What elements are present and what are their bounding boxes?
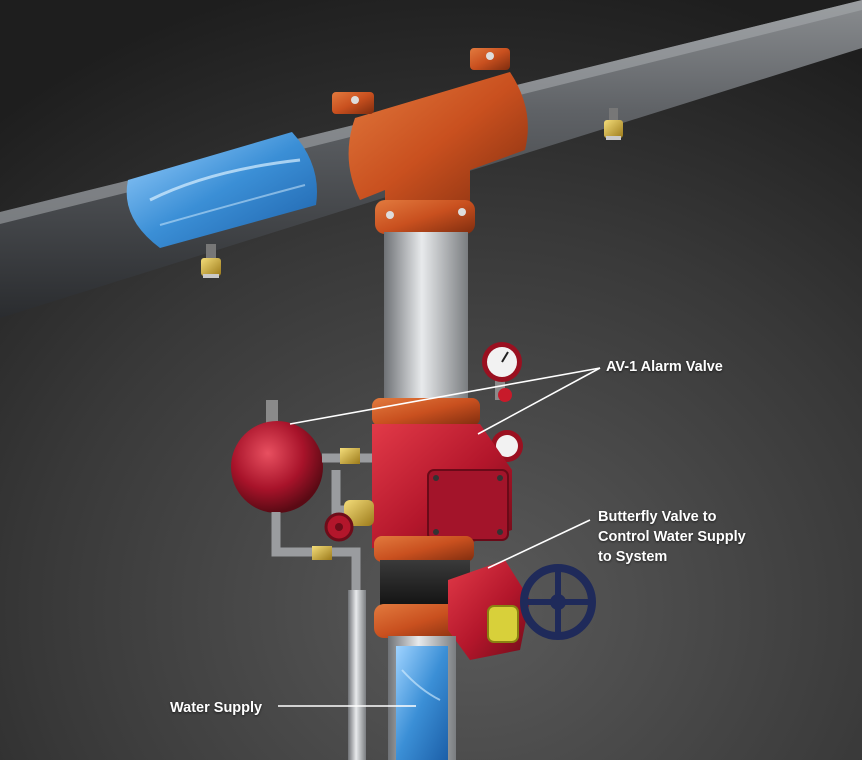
riser-pipe-upper	[384, 232, 468, 400]
drain-pipe	[348, 590, 366, 760]
leader-line-butterfly	[487, 519, 591, 569]
pipe-water-cutaway	[126, 132, 317, 248]
label-water-supply: Water Supply	[170, 700, 263, 716]
retard-chamber	[231, 400, 323, 513]
label-butterfly-line-1: Butterfly Valve to	[598, 509, 717, 525]
supply-pipe	[388, 636, 456, 760]
trim-piping	[271, 448, 374, 590]
valve-cover-plate	[427, 469, 509, 541]
label-butterfly-line-3: to System	[598, 549, 668, 565]
lower-flange	[374, 536, 474, 562]
supply-water-cutaway	[396, 646, 448, 760]
upper-flange	[372, 398, 480, 426]
butterfly-handwheel	[520, 564, 596, 640]
drain-valve-handwheel	[324, 512, 354, 542]
label-butterfly-valve: Butterfly Valve to Control Water Supply …	[598, 507, 746, 567]
label-butterfly-line-2: Control Water Supply	[598, 529, 746, 545]
leader-line-alarm-ball	[289, 367, 601, 425]
alarm-valve-body	[372, 424, 512, 552]
butterfly-gear-operator	[448, 560, 530, 660]
sprinkler-head-right	[604, 108, 623, 140]
sprinkler-head-left	[201, 244, 221, 278]
leader-line-alarm-valve	[477, 367, 601, 435]
tee-fitting	[332, 48, 528, 234]
label-alarm-valve: AV-1 Alarm Valve	[606, 359, 723, 375]
pressure-gauge-upper	[482, 342, 522, 402]
